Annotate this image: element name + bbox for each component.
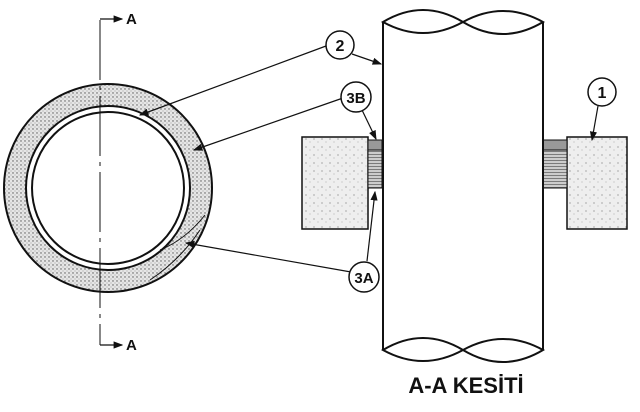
pipe-bottom-break — [380, 337, 546, 363]
filler-3a-right — [542, 149, 568, 189]
svg-text:3B: 3B — [346, 90, 365, 107]
section-marker-top: A — [126, 11, 137, 28]
section-caption: A-A KESİTİ — [408, 373, 523, 398]
filler-strands — [149, 214, 206, 281]
filler-3a-left — [367, 149, 383, 189]
pipe-top-break — [380, 9, 546, 35]
sealant-3b-left — [367, 139, 383, 151]
section-line: A A — [99, 11, 137, 354]
callout-3a: 3A — [348, 261, 380, 293]
floor-slab-right — [542, 136, 628, 230]
pipe-elevation — [380, 9, 546, 363]
sealant-3b-right — [542, 139, 568, 151]
floor-slab-left — [301, 136, 383, 230]
leader-lines — [138, 45, 599, 273]
svg-text:2: 2 — [336, 38, 345, 55]
callout-1: 1 — [587, 77, 617, 107]
callout-3b: 3B — [340, 81, 372, 113]
callout-2: 2 — [325, 30, 355, 60]
svg-text:3A: 3A — [354, 270, 373, 287]
svg-text:1: 1 — [598, 85, 607, 102]
section-marker-bottom: A — [126, 337, 137, 354]
pipe-plan-view — [3, 83, 213, 293]
pipe-wall-inner — [31, 111, 185, 265]
